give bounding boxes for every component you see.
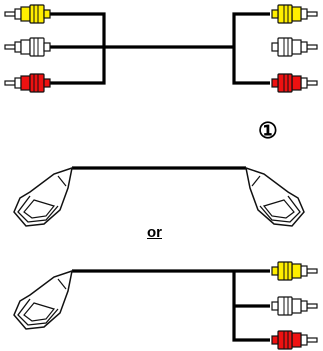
rca-plug-icon xyxy=(271,330,318,350)
rca-plug-icon xyxy=(4,4,51,24)
rca-plug-icon xyxy=(4,73,51,93)
scart-to-scart-cable xyxy=(13,166,305,227)
rca-plug-icon xyxy=(271,296,318,316)
rca-plug-icon xyxy=(271,4,318,24)
scart-plug-icon xyxy=(13,167,73,227)
step-number-label: ① xyxy=(258,118,278,144)
cable-lines xyxy=(72,269,270,342)
or-label: or xyxy=(147,224,162,241)
scart-to-rca-cable xyxy=(13,261,318,350)
cable-lines xyxy=(50,12,270,85)
rca-plug-icon xyxy=(271,261,318,281)
rca-plug-icon xyxy=(271,37,318,57)
scart-plug-icon xyxy=(13,270,73,330)
rca-plug-icon xyxy=(4,37,51,57)
rca-to-rca-cable xyxy=(4,4,318,93)
rca-plug-icon xyxy=(271,73,318,93)
scart-plug-icon xyxy=(245,167,305,227)
